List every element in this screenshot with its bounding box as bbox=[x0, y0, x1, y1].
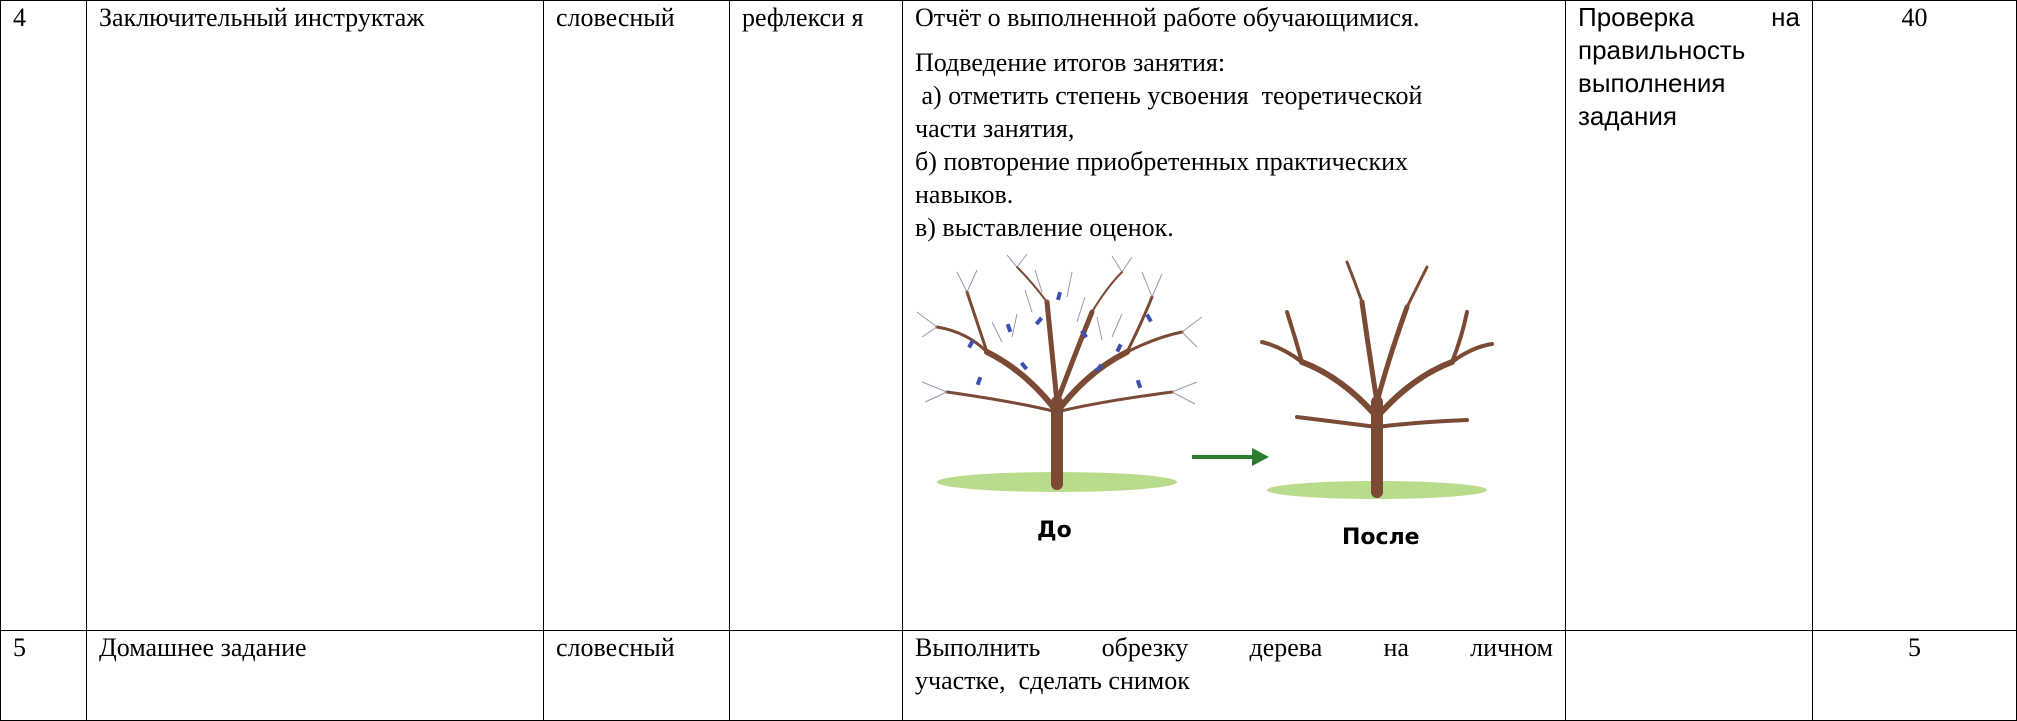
method-cell: словесный bbox=[543, 630, 730, 721]
time-cell: 5 bbox=[1812, 630, 2017, 721]
table-row: 4 Заключительный инструктаж словесный ре… bbox=[0, 0, 2017, 631]
after-label: После bbox=[1342, 525, 1420, 550]
report-text: Отчёт о выполненной работе обучающимися. bbox=[915, 3, 1420, 32]
row-number-cell: 4 bbox=[0, 0, 87, 631]
before-label: До bbox=[1037, 518, 1072, 543]
summary-item-b-line1: б) повторение приобретенных практических bbox=[915, 147, 1409, 176]
table-row: 5 Домашнее задание словесный Выполнить о… bbox=[0, 630, 2017, 721]
control-word-check: Проверка на правильность выполнения зада… bbox=[1578, 2, 1800, 134]
form-cell bbox=[729, 630, 903, 721]
arrow-right-icon bbox=[1192, 448, 1269, 466]
homework-line2: участке, сделать снимок bbox=[915, 666, 1190, 695]
content-cell: Отчёт о выполненной работе обучающимися.… bbox=[902, 0, 1566, 631]
tree-after-image bbox=[1260, 260, 1494, 499]
summary-item-a-line1: а) отметить степень усвоения теоретическ… bbox=[915, 81, 1423, 110]
stage-cell: Домашнее задание bbox=[86, 630, 544, 721]
summary-heading: Подведение итогов занятия: bbox=[915, 48, 1226, 77]
control-cell bbox=[1565, 630, 1813, 721]
content-cell: Выполнить обрезку дерева на личном участ… bbox=[902, 630, 1566, 721]
stage-cell: Заключительный инструктаж bbox=[86, 0, 544, 631]
tree-before-image bbox=[916, 253, 1203, 492]
summary-item-a-line2: части занятия, bbox=[915, 114, 1075, 143]
control-cell: Проверка на правильность выполнения зада… bbox=[1565, 0, 1813, 631]
row-number-cell: 5 bbox=[0, 630, 87, 721]
form-cell: рефлекси я bbox=[729, 0, 903, 631]
method-cell: словесный bbox=[543, 0, 730, 631]
summary-item-b-line2: навыков. bbox=[915, 180, 1014, 209]
homework-line1: Выполнить обрезку дерева на личном bbox=[915, 633, 1553, 662]
control-text: Проверка на правильность выполнения зада… bbox=[1578, 2, 1800, 131]
summary-item-c: в) выставление оценок. bbox=[915, 213, 1174, 242]
time-cell: 40 bbox=[1812, 0, 2017, 631]
tree-pruning-illustration: До После bbox=[916, 253, 1494, 550]
